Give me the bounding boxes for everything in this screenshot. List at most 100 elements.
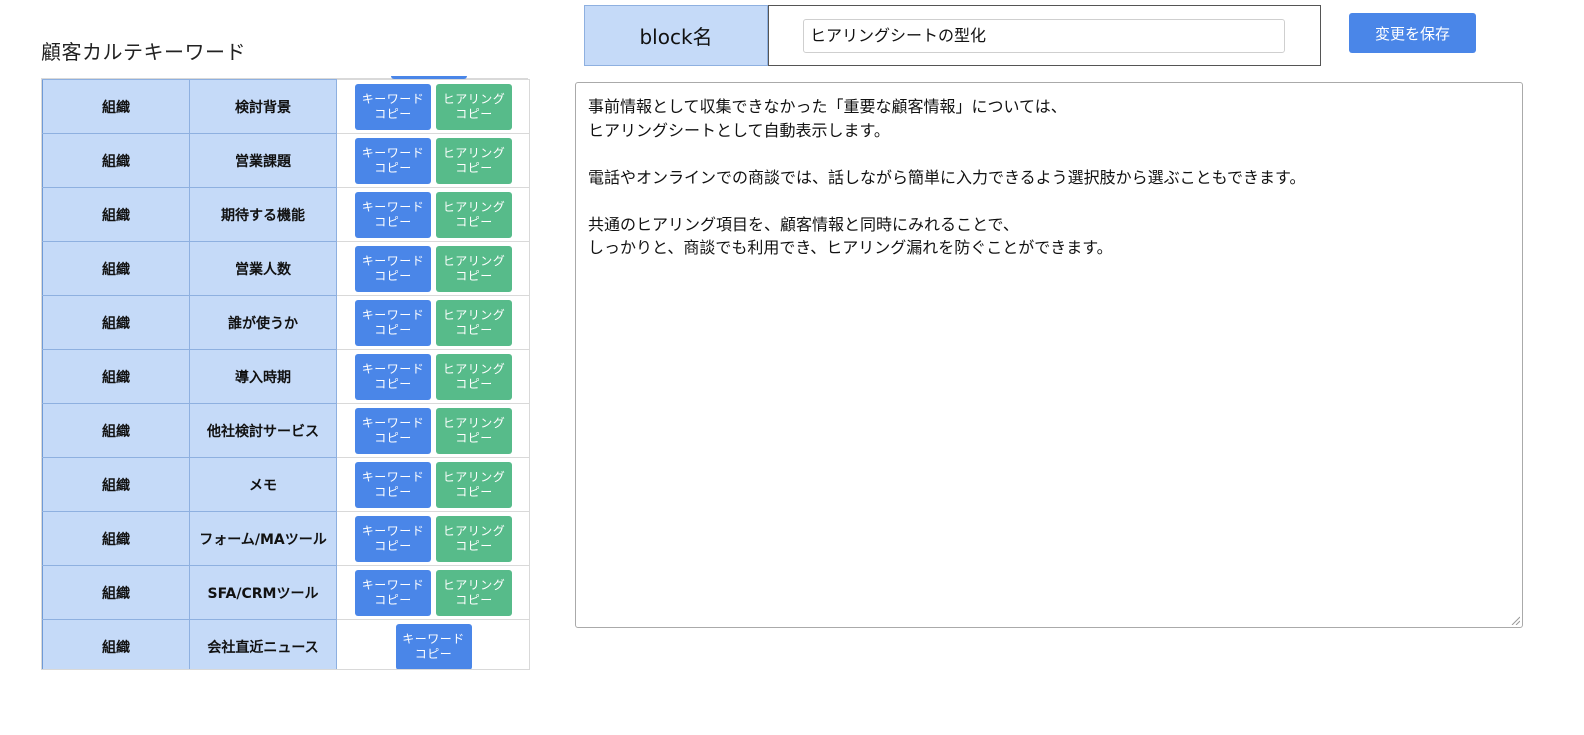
- copy-button-group: キーワードコピーヒアリングコピー: [337, 137, 529, 184]
- item-cell: 営業課題: [189, 133, 337, 188]
- hearing-copy-button[interactable]: ヒアリングコピー: [436, 245, 512, 292]
- hearing-copy-button[interactable]: ヒアリングコピー: [436, 515, 512, 562]
- copy-button-group: キーワードコピーヒアリングコピー: [337, 515, 529, 562]
- hearing-copy-button-label-line: コピー: [455, 268, 493, 283]
- table-row: 組織営業課題キーワードコピーヒアリングコピー: [42, 133, 529, 188]
- hearing-copy-button-label-line: ヒアリング: [442, 577, 506, 592]
- keyword-copy-button-label-line: コピー: [374, 592, 412, 607]
- copy-button-group: キーワードコピーヒアリングコピー: [337, 245, 529, 292]
- hearing-copy-button-label-line: コピー: [455, 322, 493, 337]
- hearing-copy-button-label-line: コピー: [455, 214, 493, 229]
- hearing-copy-button[interactable]: ヒアリングコピー: [436, 191, 512, 238]
- keyword-copy-button-label-line: コピー: [374, 268, 412, 283]
- keyword-copy-button-label-line: キーワード: [361, 523, 425, 538]
- hearing-copy-button-label-line: コピー: [455, 538, 493, 553]
- block-name-input[interactable]: ヒアリングシートの型化: [803, 19, 1285, 53]
- keyword-copy-button[interactable]: キーワードコピー: [355, 353, 431, 400]
- item-cell: 会社直近ニュース: [189, 619, 337, 669]
- actions-cell: キーワードコピーヒアリングコピー: [336, 403, 529, 458]
- table-row: 組織会社直近ニュースキーワードコピー: [42, 619, 529, 669]
- keyword-copy-button[interactable]: キーワードコピー: [355, 191, 431, 238]
- hearing-copy-button-label-line: ヒアリング: [442, 91, 506, 106]
- save-changes-button[interactable]: 変更を保存: [1349, 13, 1476, 53]
- hearing-copy-button[interactable]: ヒアリングコピー: [436, 407, 512, 454]
- hearing-copy-button-label-line: ヒアリング: [442, 523, 506, 538]
- table-top-divider: [41, 78, 528, 79]
- actions-cell: キーワードコピーヒアリングコピー: [336, 511, 529, 566]
- copy-button-group: キーワードコピーヒアリングコピー: [337, 569, 529, 616]
- keyword-copy-button-label-line: コピー: [374, 214, 412, 229]
- category-cell: 組織: [42, 241, 190, 296]
- keyword-copy-button[interactable]: キーワードコピー: [355, 461, 431, 508]
- hearing-copy-button-label-line: コピー: [455, 106, 493, 121]
- table-row: 組織営業人数キーワードコピーヒアリングコピー: [42, 241, 529, 296]
- actions-cell: キーワードコピーヒアリングコピー: [336, 457, 529, 512]
- actions-cell: キーワードコピーヒアリングコピー: [336, 241, 529, 296]
- table-row: 組織誰が使うかキーワードコピーヒアリングコピー: [42, 295, 529, 350]
- item-cell: 営業人数: [189, 241, 337, 296]
- actions-cell: キーワードコピーヒアリングコピー: [336, 349, 529, 404]
- hearing-copy-button[interactable]: ヒアリングコピー: [436, 83, 512, 130]
- keyword-copy-button[interactable]: キーワードコピー: [355, 83, 431, 130]
- keyword-copy-button[interactable]: キーワードコピー: [355, 407, 431, 454]
- keyword-copy-button-label-line: キーワード: [402, 631, 465, 646]
- category-cell: 組織: [42, 565, 190, 620]
- keyword-copy-button-label-line: コピー: [414, 646, 453, 661]
- hearing-copy-button[interactable]: ヒアリングコピー: [436, 461, 512, 508]
- table-row: 組織他社検討サービスキーワードコピーヒアリングコピー: [42, 403, 529, 458]
- category-cell: 組織: [42, 349, 190, 404]
- resize-grip-icon[interactable]: [1510, 615, 1520, 625]
- keyword-table-container[interactable]: 組織検討背景キーワードコピーヒアリングコピー組織営業課題キーワードコピーヒアリン…: [41, 79, 530, 670]
- hearing-copy-button-label-line: ヒアリング: [442, 199, 506, 214]
- hearing-copy-button-label-line: コピー: [455, 484, 493, 499]
- keyword-copy-button-label-line: キーワード: [361, 361, 425, 376]
- category-cell: 組織: [42, 457, 190, 512]
- copy-button-group: キーワードコピーヒアリングコピー: [337, 461, 529, 508]
- copy-button-group: キーワードコピーヒアリングコピー: [337, 191, 529, 238]
- copy-button-group: キーワードコピー: [337, 623, 529, 669]
- keyword-copy-button[interactable]: キーワードコピー: [355, 299, 431, 346]
- keyword-copy-button-label-line: コピー: [374, 160, 412, 175]
- scrolled-button-edge[interactable]: [391, 76, 467, 79]
- copy-button-group: キーワードコピーヒアリングコピー: [337, 407, 529, 454]
- category-cell: 組織: [42, 79, 190, 134]
- keyword-copy-button-label-line: コピー: [374, 538, 412, 553]
- keyword-copy-button-label-line: キーワード: [361, 253, 425, 268]
- actions-cell: キーワードコピーヒアリングコピー: [336, 133, 529, 188]
- keyword-copy-button[interactable]: キーワードコピー: [355, 515, 431, 562]
- keyword-copy-button-label-line: キーワード: [361, 307, 425, 322]
- description-text: 事前情報として収集できなかった「重要な顧客情報」については、 ヒアリングシートと…: [588, 97, 1306, 257]
- keyword-copy-button-label-line: キーワード: [361, 145, 425, 160]
- table-row: 組織導入時期キーワードコピーヒアリングコピー: [42, 349, 529, 404]
- actions-cell: キーワードコピーヒアリングコピー: [336, 187, 529, 242]
- keyword-copy-button[interactable]: キーワードコピー: [355, 245, 431, 292]
- hearing-copy-button[interactable]: ヒアリングコピー: [436, 353, 512, 400]
- hearing-copy-button-label-line: ヒアリング: [442, 415, 506, 430]
- keyword-copy-button[interactable]: キーワードコピー: [355, 569, 431, 616]
- table-row: 組織期待する機能キーワードコピーヒアリングコピー: [42, 187, 529, 242]
- actions-cell: キーワードコピーヒアリングコピー: [336, 295, 529, 350]
- hearing-copy-button-label-line: ヒアリング: [442, 469, 506, 484]
- keyword-copy-button-label-line: キーワード: [361, 199, 425, 214]
- actions-cell: キーワードコピーヒアリングコピー: [336, 565, 529, 620]
- keyword-copy-button-label-line: コピー: [374, 430, 412, 445]
- hearing-copy-button-label-line: コピー: [455, 160, 493, 175]
- hearing-copy-button[interactable]: ヒアリングコピー: [436, 137, 512, 184]
- hearing-copy-button[interactable]: ヒアリングコピー: [436, 569, 512, 616]
- copy-button-group: キーワードコピーヒアリングコピー: [337, 299, 529, 346]
- keyword-copy-button[interactable]: キーワードコピー: [355, 137, 431, 184]
- page-title: 顧客カルテキーワード: [41, 40, 246, 64]
- actions-cell: キーワードコピー: [336, 619, 529, 669]
- category-cell: 組織: [42, 511, 190, 566]
- block-name-label: block名: [584, 5, 768, 66]
- hearing-copy-button-label-line: コピー: [455, 592, 493, 607]
- hearing-copy-button-label-line: コピー: [455, 376, 493, 391]
- block-description-textarea[interactable]: 事前情報として収集できなかった「重要な顧客情報」については、 ヒアリングシートと…: [575, 82, 1523, 628]
- item-cell: メモ: [189, 457, 337, 512]
- hearing-copy-button-label-line: ヒアリング: [442, 145, 506, 160]
- keyword-copy-button-label-line: コピー: [374, 484, 412, 499]
- keyword-copy-button[interactable]: キーワードコピー: [395, 623, 472, 669]
- hearing-copy-button[interactable]: ヒアリングコピー: [436, 299, 512, 346]
- item-cell: SFA/CRMツール: [189, 565, 337, 620]
- item-cell: 導入時期: [189, 349, 337, 404]
